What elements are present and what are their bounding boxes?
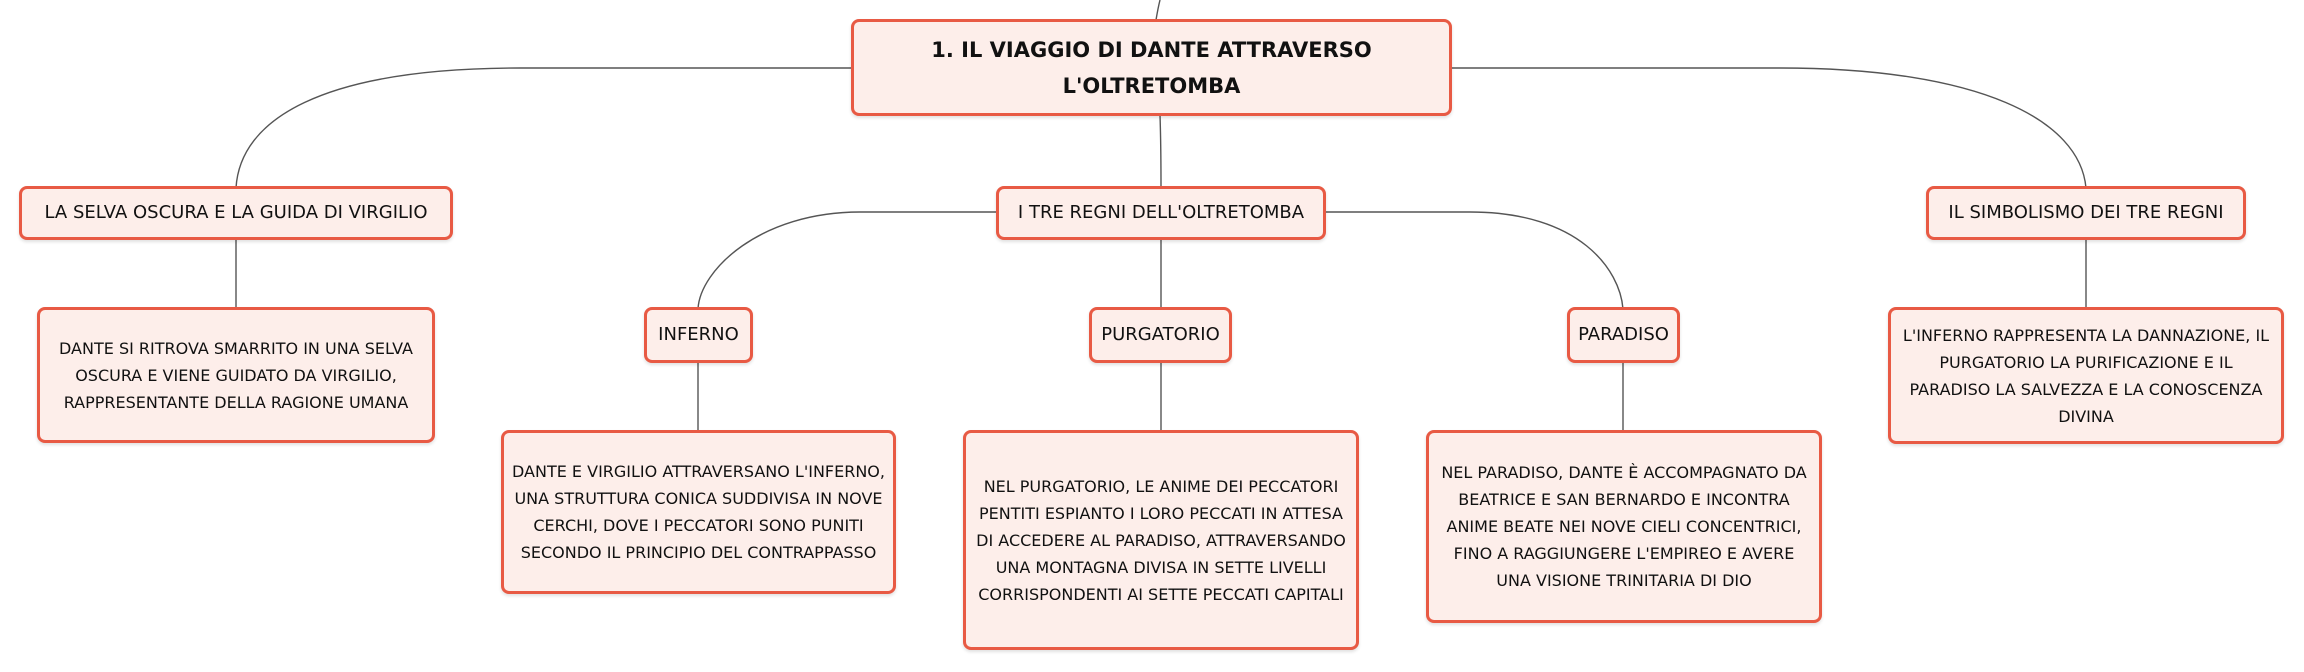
detail-selva-oscura-text: DANTE SI RITROVA SMARRITO IN UNA SELVA O… bbox=[59, 338, 413, 412]
detail-paradiso-text: NEL PARADISO, DANTE È ACCOMPAGNATO DA BE… bbox=[1441, 463, 1807, 590]
connector-root-to-simbolismo bbox=[1450, 67, 2087, 189]
connector-regni-to-inferno bbox=[697, 211, 997, 310]
root-topic[interactable]: 1. IL VIAGGIO DI DANTE ATTRAVERSO L'OLTR… bbox=[851, 19, 1452, 116]
topic-simbolismo[interactable]: IL SIMBOLISMO DEI TRE REGNI bbox=[1926, 186, 2246, 240]
detail-simbolismo[interactable]: L'INFERNO RAPPRESENTA LA DANNAZIONE, IL … bbox=[1888, 307, 2284, 444]
topic-tre-regni-label: I TRE REGNI DELL'OLTRETOMBA bbox=[1017, 202, 1305, 223]
topic-selva-oscura[interactable]: LA SELVA OSCURA E LA GUIDA DI VIRGILIO bbox=[19, 186, 453, 240]
subtopic-paradiso[interactable]: PARADISO bbox=[1567, 307, 1680, 363]
connector-root-to-selva bbox=[235, 67, 852, 189]
topic-simbolismo-label: IL SIMBOLISMO DEI TRE REGNI bbox=[1948, 202, 2224, 223]
connector-parent-to-root bbox=[1155, 0, 1161, 21]
detail-purgatorio-text: NEL PURGATORIO, LE ANIME DEI PECCATORI P… bbox=[976, 476, 1346, 604]
detail-paradiso[interactable]: NEL PARADISO, DANTE È ACCOMPAGNATO DA BE… bbox=[1426, 430, 1822, 623]
topic-tre-regni[interactable]: I TRE REGNI DELL'OLTRETOMBA bbox=[996, 186, 1326, 240]
detail-simbolismo-text: L'INFERNO RAPPRESENTA LA DANNAZIONE, IL … bbox=[1902, 325, 2270, 426]
connector-root-to-regni bbox=[1159, 114, 1162, 189]
subtopic-inferno-label: INFERNO bbox=[658, 324, 739, 345]
subtopic-paradiso-label: PARADISO bbox=[1578, 324, 1669, 345]
detail-inferno-text: DANTE E VIRGILIO ATTRAVERSANO L'INFERNO,… bbox=[512, 462, 885, 562]
subtopic-purgatorio-label: PURGATORIO bbox=[1101, 324, 1220, 345]
topic-selva-oscura-label: LA SELVA OSCURA E LA GUIDA DI VIRGILIO bbox=[44, 202, 428, 223]
subtopic-purgatorio[interactable]: PURGATORIO bbox=[1089, 307, 1232, 363]
detail-purgatorio[interactable]: NEL PURGATORIO, LE ANIME DEI PECCATORI P… bbox=[963, 430, 1359, 650]
detail-inferno[interactable]: DANTE E VIRGILIO ATTRAVERSANO L'INFERNO,… bbox=[501, 430, 896, 594]
connector-regni-to-paradiso bbox=[1325, 211, 1624, 310]
detail-selva-oscura[interactable]: DANTE SI RITROVA SMARRITO IN UNA SELVA O… bbox=[37, 307, 435, 443]
subtopic-inferno[interactable]: INFERNO bbox=[644, 307, 753, 363]
root-topic-label: 1. IL VIAGGIO DI DANTE ATTRAVERSO L'OLTR… bbox=[931, 37, 1372, 98]
